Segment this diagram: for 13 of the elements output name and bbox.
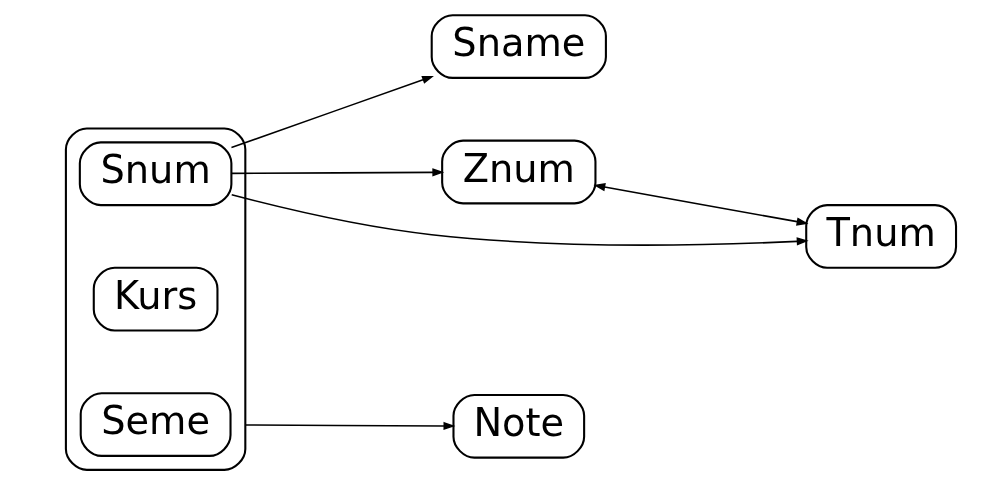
node-box: Note	[452, 393, 586, 459]
node-box: Sname	[430, 14, 607, 79]
arrow	[230, 168, 445, 177]
arrow	[230, 194, 809, 246]
arrow	[244, 421, 456, 431]
arrow	[230, 75, 434, 149]
node-box: Seme	[79, 392, 232, 457]
node-box: Snum	[78, 141, 233, 207]
cluster	[64, 127, 247, 471]
node-box: Tnum	[805, 204, 958, 269]
node-box: Znum	[441, 139, 597, 205]
node-box: Kurs	[92, 266, 219, 332]
arrow	[593, 183, 809, 226]
